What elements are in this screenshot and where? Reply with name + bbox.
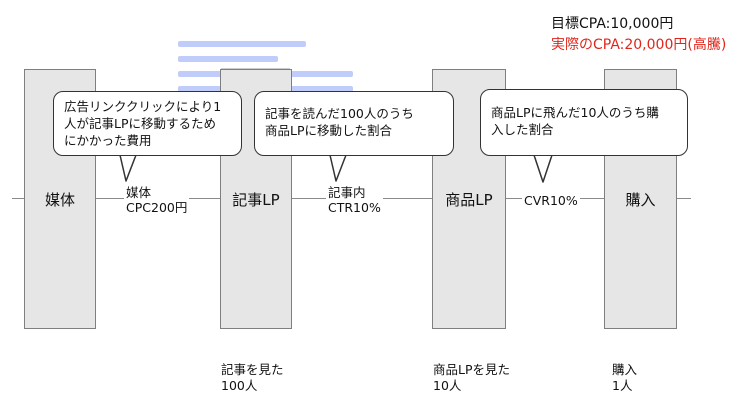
- target-cpa: 目標CPA:10,000円: [551, 16, 674, 32]
- count-product-viewers: 商品LPを見た 10人: [433, 362, 510, 394]
- stage-label: 商品LP: [445, 190, 493, 209]
- count-purchasers: 購入 1人: [612, 362, 637, 394]
- edge-line: 記事内: [328, 185, 366, 200]
- edge-line: 媒体: [126, 185, 152, 200]
- count-line: 1人: [612, 378, 633, 393]
- callout-line: 記事を読んだ100人のうち: [265, 106, 414, 121]
- callout-line: 人が記事LPに移動するため: [64, 116, 217, 131]
- count-line: 10人: [433, 378, 462, 393]
- stage-label: 記事LP: [232, 190, 280, 209]
- callout-line: 商品LPに移動した割合: [265, 123, 393, 138]
- callout-line: 商品LPに飛んだ10人のうち購: [491, 105, 659, 120]
- edge-line: CVR10%: [524, 193, 578, 208]
- count-article-viewers: 記事を見た 100人: [221, 362, 284, 394]
- edge-line: CTR10%: [328, 200, 381, 215]
- actual-cpa: 実際のCPA:20,000円(高騰): [551, 37, 727, 53]
- edge-line: CPC200円: [126, 200, 188, 215]
- count-line: 100人: [221, 378, 258, 393]
- count-line: 記事を見た: [221, 362, 284, 377]
- callout-cpc: 広告リンククリックにより1 人が記事LPに移動するため にかかった費用: [53, 91, 242, 156]
- edge-label-cvr: CVR10%: [522, 193, 580, 208]
- stage-label: 購入: [625, 190, 656, 209]
- ghost-stroke: [178, 41, 306, 47]
- ghost-stroke: [178, 56, 278, 62]
- count-line: 商品LPを見た: [433, 362, 511, 377]
- callout-line: 入した割合: [491, 122, 554, 137]
- callout-ctr: 記事を読んだ100人のうち 商品LPに移動した割合: [254, 91, 454, 156]
- callout-line: 広告リンククリックにより1: [64, 99, 222, 114]
- callout-cvr: 商品LPに飛んだ10人のうち購 入した割合: [480, 89, 688, 156]
- flow-line-end: [677, 198, 691, 199]
- callout-line: にかかった費用: [64, 133, 152, 148]
- flow-line-start: [12, 198, 24, 199]
- stage-label: 媒体: [44, 190, 75, 209]
- count-line: 購入: [612, 362, 638, 377]
- edge-label-ctr: 記事内 CTR10%: [326, 185, 383, 215]
- edge-label-cpc: 媒体 CPC200円: [124, 185, 190, 215]
